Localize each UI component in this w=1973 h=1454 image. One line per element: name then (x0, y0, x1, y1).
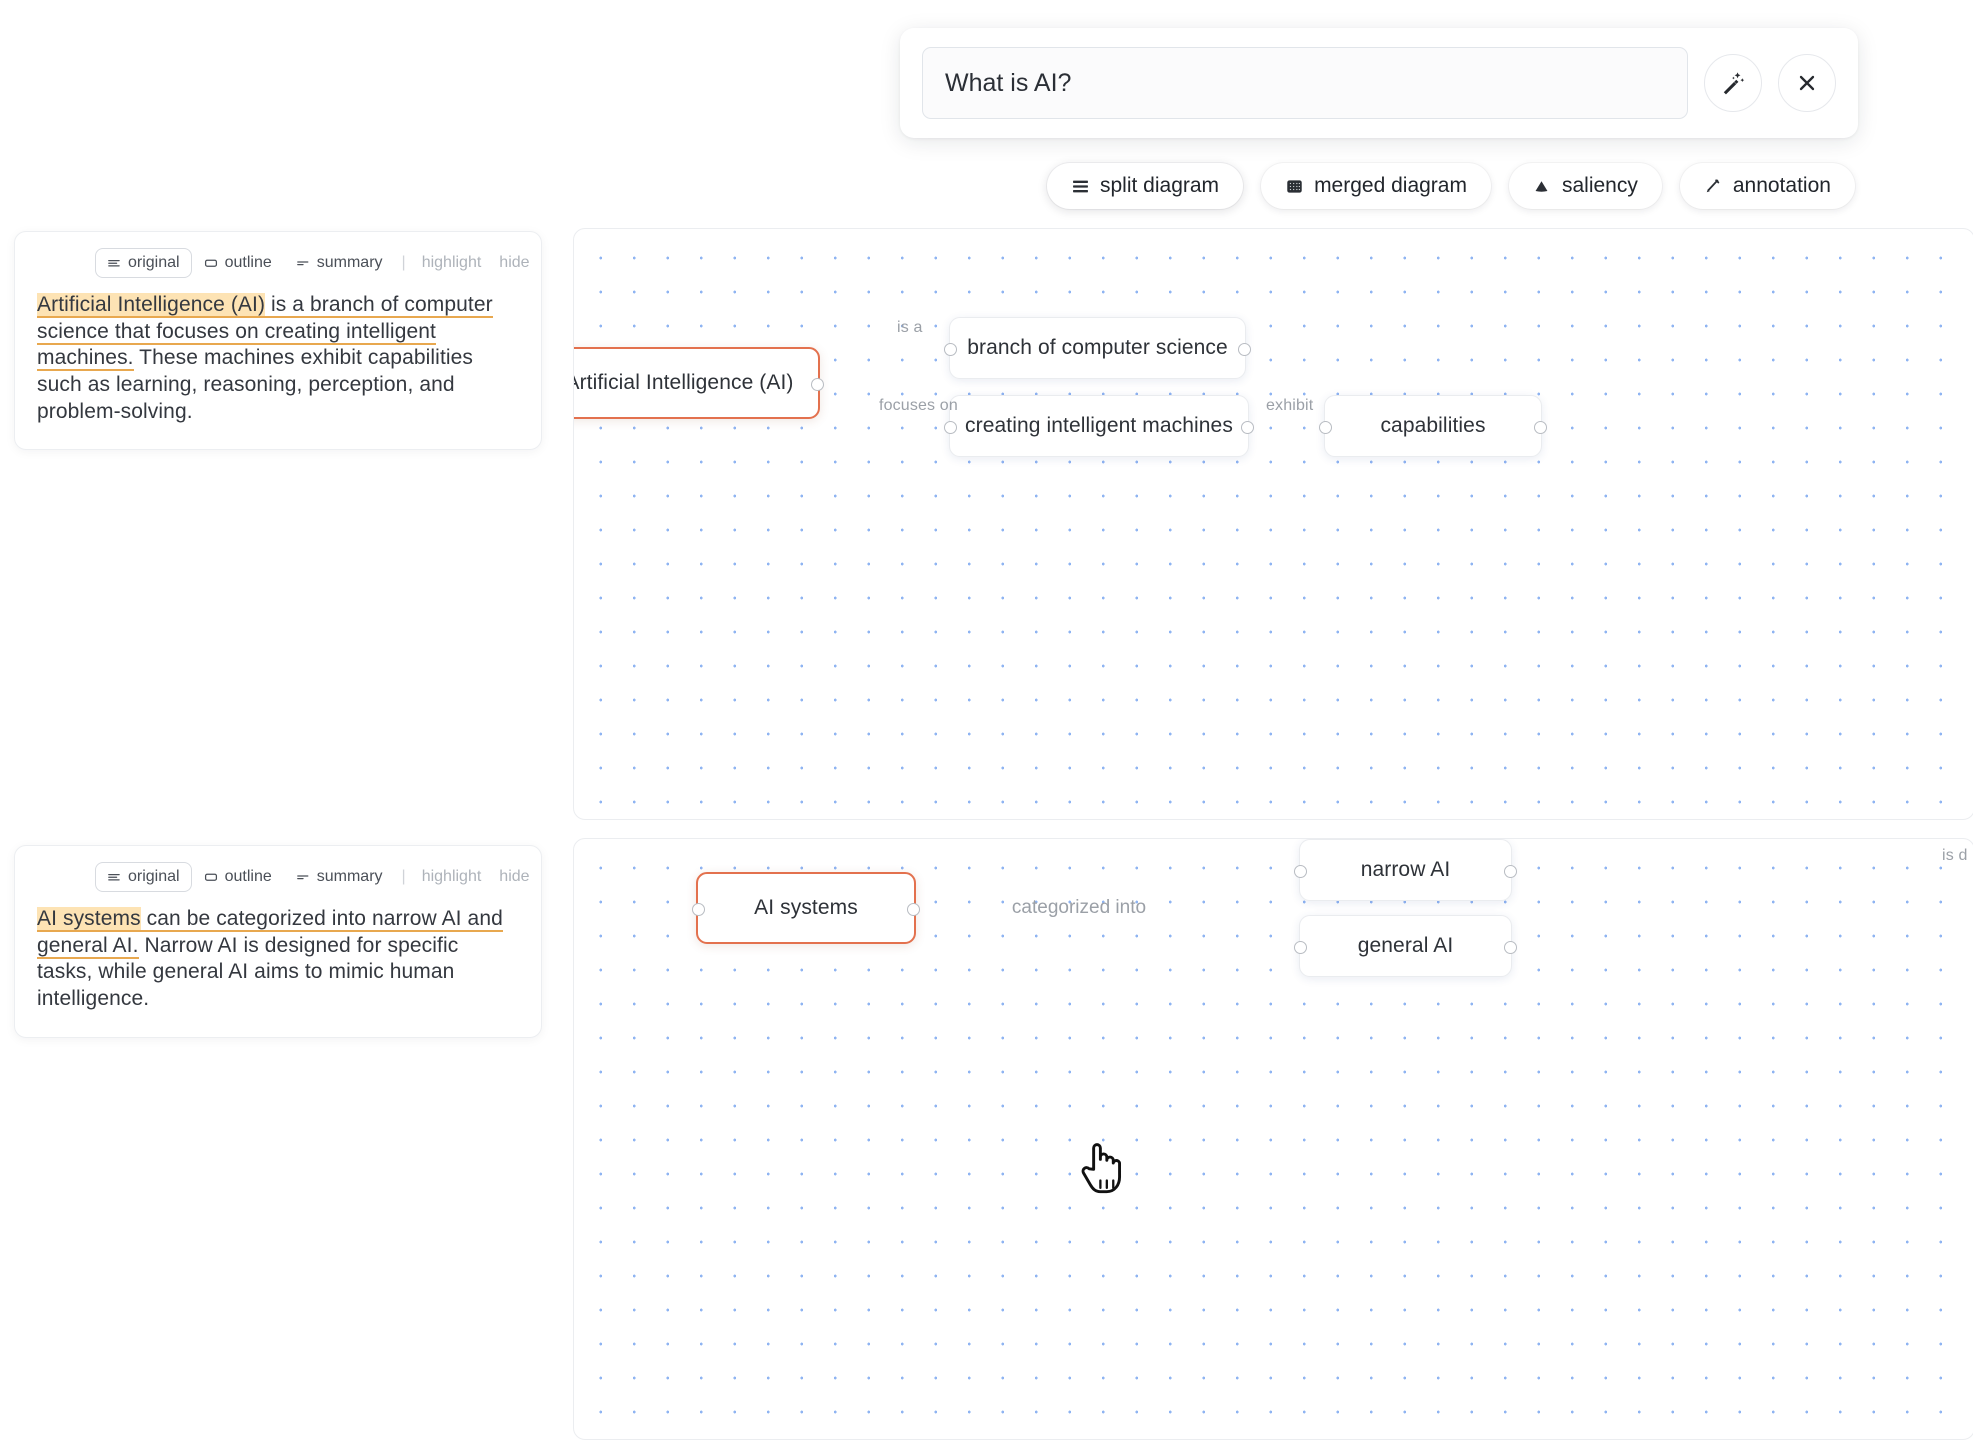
diagram-canvas-bottom[interactable]: AI systems categorized into narrow AI ge… (573, 838, 1973, 1440)
diagram-node-root[interactable]: Artificial Intelligence (AI) (573, 347, 824, 419)
node-label: creating intelligent machines (965, 414, 1233, 437)
card-tab-label: outline (224, 868, 272, 885)
close-button[interactable] (1778, 54, 1836, 112)
diagram-node-general-ai[interactable]: general AI (1294, 915, 1517, 977)
underlined-phrase[interactable]: is a branch of computer science that foc… (37, 293, 493, 372)
card-action-highlight[interactable]: highlight (421, 868, 482, 885)
card-tab-label: original (128, 868, 180, 885)
highlighted-phrase[interactable]: AI systems (37, 907, 141, 932)
search-input[interactable] (922, 47, 1688, 119)
mode-label: annotation (1732, 174, 1831, 197)
edge-label-focuses-on: focuses on (879, 397, 958, 414)
card-body: Artificial Intelligence (AI) is a branch… (37, 292, 519, 425)
edge-label-categorized-into: categorized into (1011, 897, 1147, 918)
node-handle-left[interactable] (1319, 420, 1332, 434)
search-bar (900, 28, 1858, 138)
generate-button[interactable] (1704, 54, 1762, 112)
highlighted-phrase[interactable]: Artificial Intelligence (AI) (37, 293, 266, 318)
node-handle-left[interactable] (1294, 940, 1307, 954)
card-action-hide[interactable]: hide (499, 868, 530, 885)
mode-annotation[interactable]: annotation (1679, 163, 1855, 209)
card-tab-summary[interactable]: summary (284, 248, 395, 278)
mode-toolbar: split diagram merged diagram saliency (1047, 163, 1855, 209)
diagram-node-creating-intelligent-machines[interactable]: creating intelligent machines (944, 395, 1254, 457)
node-handle-right[interactable] (907, 902, 920, 916)
card-toolbar: original outline summary | highlight hid… (95, 248, 530, 278)
toolbar-separator: | (401, 868, 406, 885)
card-action-highlight[interactable]: highlight (421, 254, 482, 271)
node-handle-left[interactable] (944, 342, 957, 356)
node-label: branch of computer science (967, 336, 1228, 359)
body-rest: Narrow AI is designed for specific tasks… (37, 933, 459, 1010)
mode-label: split diagram (1100, 174, 1220, 197)
card-toolbar: original outline summary | highlight hid… (95, 862, 530, 892)
text-card-original-1: original outline summary | highlight hid… (14, 231, 542, 451)
rows-icon (1071, 177, 1089, 195)
node-label: capabilities (1380, 414, 1486, 437)
node-handle-right[interactable] (1504, 864, 1517, 878)
triangle-icon (1533, 177, 1551, 195)
text-card-original-2: original outline summary | highlight hid… (14, 845, 542, 1038)
pen-icon (1704, 177, 1722, 195)
close-icon (1795, 71, 1819, 95)
grid-square-icon (1285, 177, 1303, 195)
diagram-node-capabilities[interactable]: capabilities (1319, 395, 1547, 457)
edge-label-is-designed-for: is d (1942, 847, 1968, 864)
card-body: AI systems can be categorized into narro… (37, 906, 519, 1013)
two-lines-icon (296, 870, 310, 884)
body-rest: These machines exhibit capabilities such… (37, 346, 474, 423)
node-handle-right[interactable] (1504, 940, 1517, 954)
edge-label-exhibit: exhibit (1266, 397, 1314, 414)
node-label: general AI (1357, 934, 1454, 957)
mode-saliency[interactable]: saliency (1508, 163, 1662, 209)
mode-label: merged diagram (1314, 174, 1467, 197)
lines-icon (107, 256, 121, 270)
rectangle-outline-icon (204, 870, 218, 884)
node-handle-left[interactable] (1294, 864, 1307, 878)
card-tab-original[interactable]: original (95, 248, 192, 278)
node-handle-right[interactable] (1534, 420, 1547, 434)
card-tab-original[interactable]: original (95, 862, 192, 892)
card-action-hide[interactable]: hide (499, 254, 530, 271)
card-tab-summary[interactable]: summary (284, 862, 395, 892)
lines-icon (107, 870, 121, 884)
magic-wand-icon (1720, 70, 1746, 96)
node-handle-right[interactable] (811, 377, 824, 391)
node-handle-left[interactable] (692, 902, 705, 916)
card-tab-label: summary (316, 868, 383, 885)
node-label: narrow AI (1360, 858, 1451, 881)
node-handle-right[interactable] (1241, 420, 1254, 434)
card-tab-label: original (128, 254, 180, 271)
edge-label-is-a: is a (897, 319, 923, 336)
card-tab-label: outline (224, 254, 272, 271)
node-handle-left[interactable] (944, 420, 957, 434)
mode-merged-diagram[interactable]: merged diagram (1261, 163, 1491, 209)
diagram-node-narrow-ai[interactable]: narrow AI (1294, 839, 1517, 901)
mode-split-diagram[interactable]: split diagram (1047, 163, 1244, 209)
node-label: AI systems (754, 896, 858, 919)
node-label: Artificial Intelligence (AI) (573, 371, 794, 394)
card-tab-outline[interactable]: outline (192, 248, 284, 278)
diagram-node-root[interactable]: AI systems (692, 872, 920, 944)
card-tab-outline[interactable]: outline (192, 862, 284, 892)
diagram-canvas-top[interactable]: Artificial Intelligence (AI) branch of c… (573, 228, 1973, 820)
underlined-phrase[interactable]: can be categorized into narrow AI and ge… (37, 907, 503, 959)
rectangle-outline-icon (204, 256, 218, 270)
mode-label: saliency (1561, 174, 1638, 197)
card-tab-label: summary (316, 254, 383, 271)
diagram-node-branch-of-computer-science[interactable]: branch of computer science (944, 317, 1251, 379)
toolbar-separator: | (401, 254, 406, 271)
two-lines-icon (296, 256, 310, 270)
node-handle-right[interactable] (1238, 342, 1251, 356)
